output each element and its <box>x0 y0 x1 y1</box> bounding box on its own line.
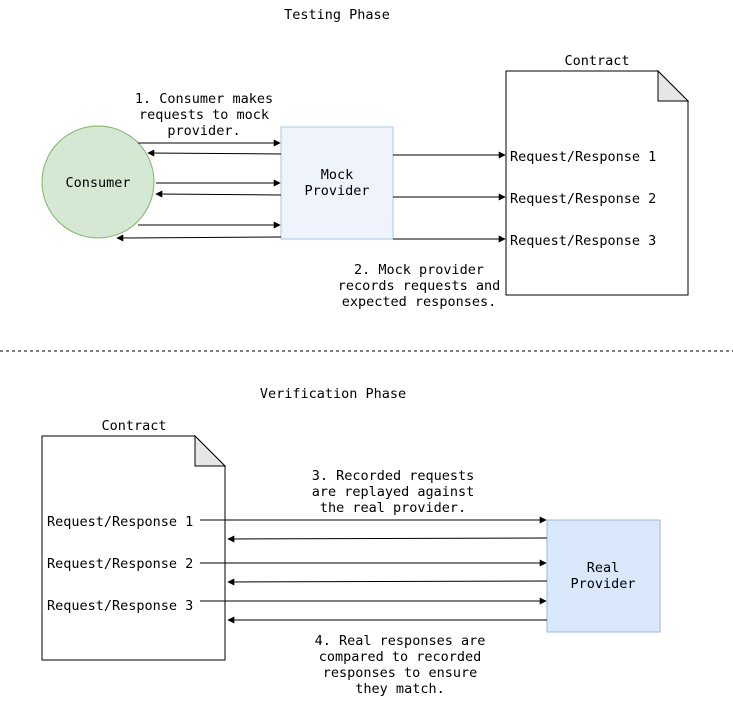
arrow-real-response-2 <box>227 578 548 586</box>
note-consumer-line1: 1. Consumer makes <box>135 91 273 107</box>
consumer-node <box>41 125 155 239</box>
note-replay-line3: the real provider. <box>320 500 466 516</box>
note-mock-line2: records requests and <box>338 278 501 294</box>
note-consumer-line2: requests to mock <box>139 107 269 123</box>
contract-document-testing <box>505 70 689 296</box>
contract-title-verification: Contract <box>101 418 166 434</box>
contract-entry-verification-1: Request/Response 1 <box>47 514 193 530</box>
arrow-response-1 <box>147 149 282 157</box>
verification-phase-title: Verification Phase <box>260 386 406 402</box>
note-compare-line4: they match. <box>355 681 444 697</box>
contract-entry-testing-1: Request/Response 1 <box>510 149 656 165</box>
contract-fold-verification <box>194 434 227 467</box>
real-provider-label-line1: Real <box>587 560 620 576</box>
contract-entry-testing-3: Request/Response 3 <box>510 233 656 249</box>
note-compare-line3: responses to ensure <box>323 665 477 681</box>
mock-provider-box <box>280 126 394 240</box>
contract-document-verification <box>41 435 226 661</box>
arrow-response-3 <box>116 234 282 242</box>
contract-title-testing: Contract <box>564 53 629 69</box>
contract-fold-testing <box>657 69 690 102</box>
note-replay-line1: 3. Recorded requests <box>312 468 475 484</box>
arrow-response-2 <box>155 190 282 198</box>
arrow-real-response-1 <box>227 535 548 543</box>
testing-phase-title: Testing Phase <box>284 7 390 23</box>
note-mock-line3: expected responses. <box>342 294 496 310</box>
mock-provider-label-line1: Mock <box>321 167 354 183</box>
note-consumer-line3: provider. <box>167 123 240 139</box>
contract-entry-testing-2: Request/Response 2 <box>510 191 656 207</box>
consumer-label: Consumer <box>65 175 130 191</box>
note-replay-line2: are replayed against <box>312 484 475 500</box>
contract-entry-verification-3: Request/Response 3 <box>47 598 193 614</box>
note-compare-line2: compared to recorded <box>319 649 482 665</box>
real-provider-label-line2: Provider <box>570 576 635 592</box>
note-compare-line1: 4. Real responses are <box>315 633 486 649</box>
real-provider-box <box>546 519 661 633</box>
note-mock-line1: 2. Mock provider <box>354 262 484 278</box>
mock-provider-label-line2: Provider <box>304 183 369 199</box>
contract-entry-verification-2: Request/Response 2 <box>47 556 193 572</box>
